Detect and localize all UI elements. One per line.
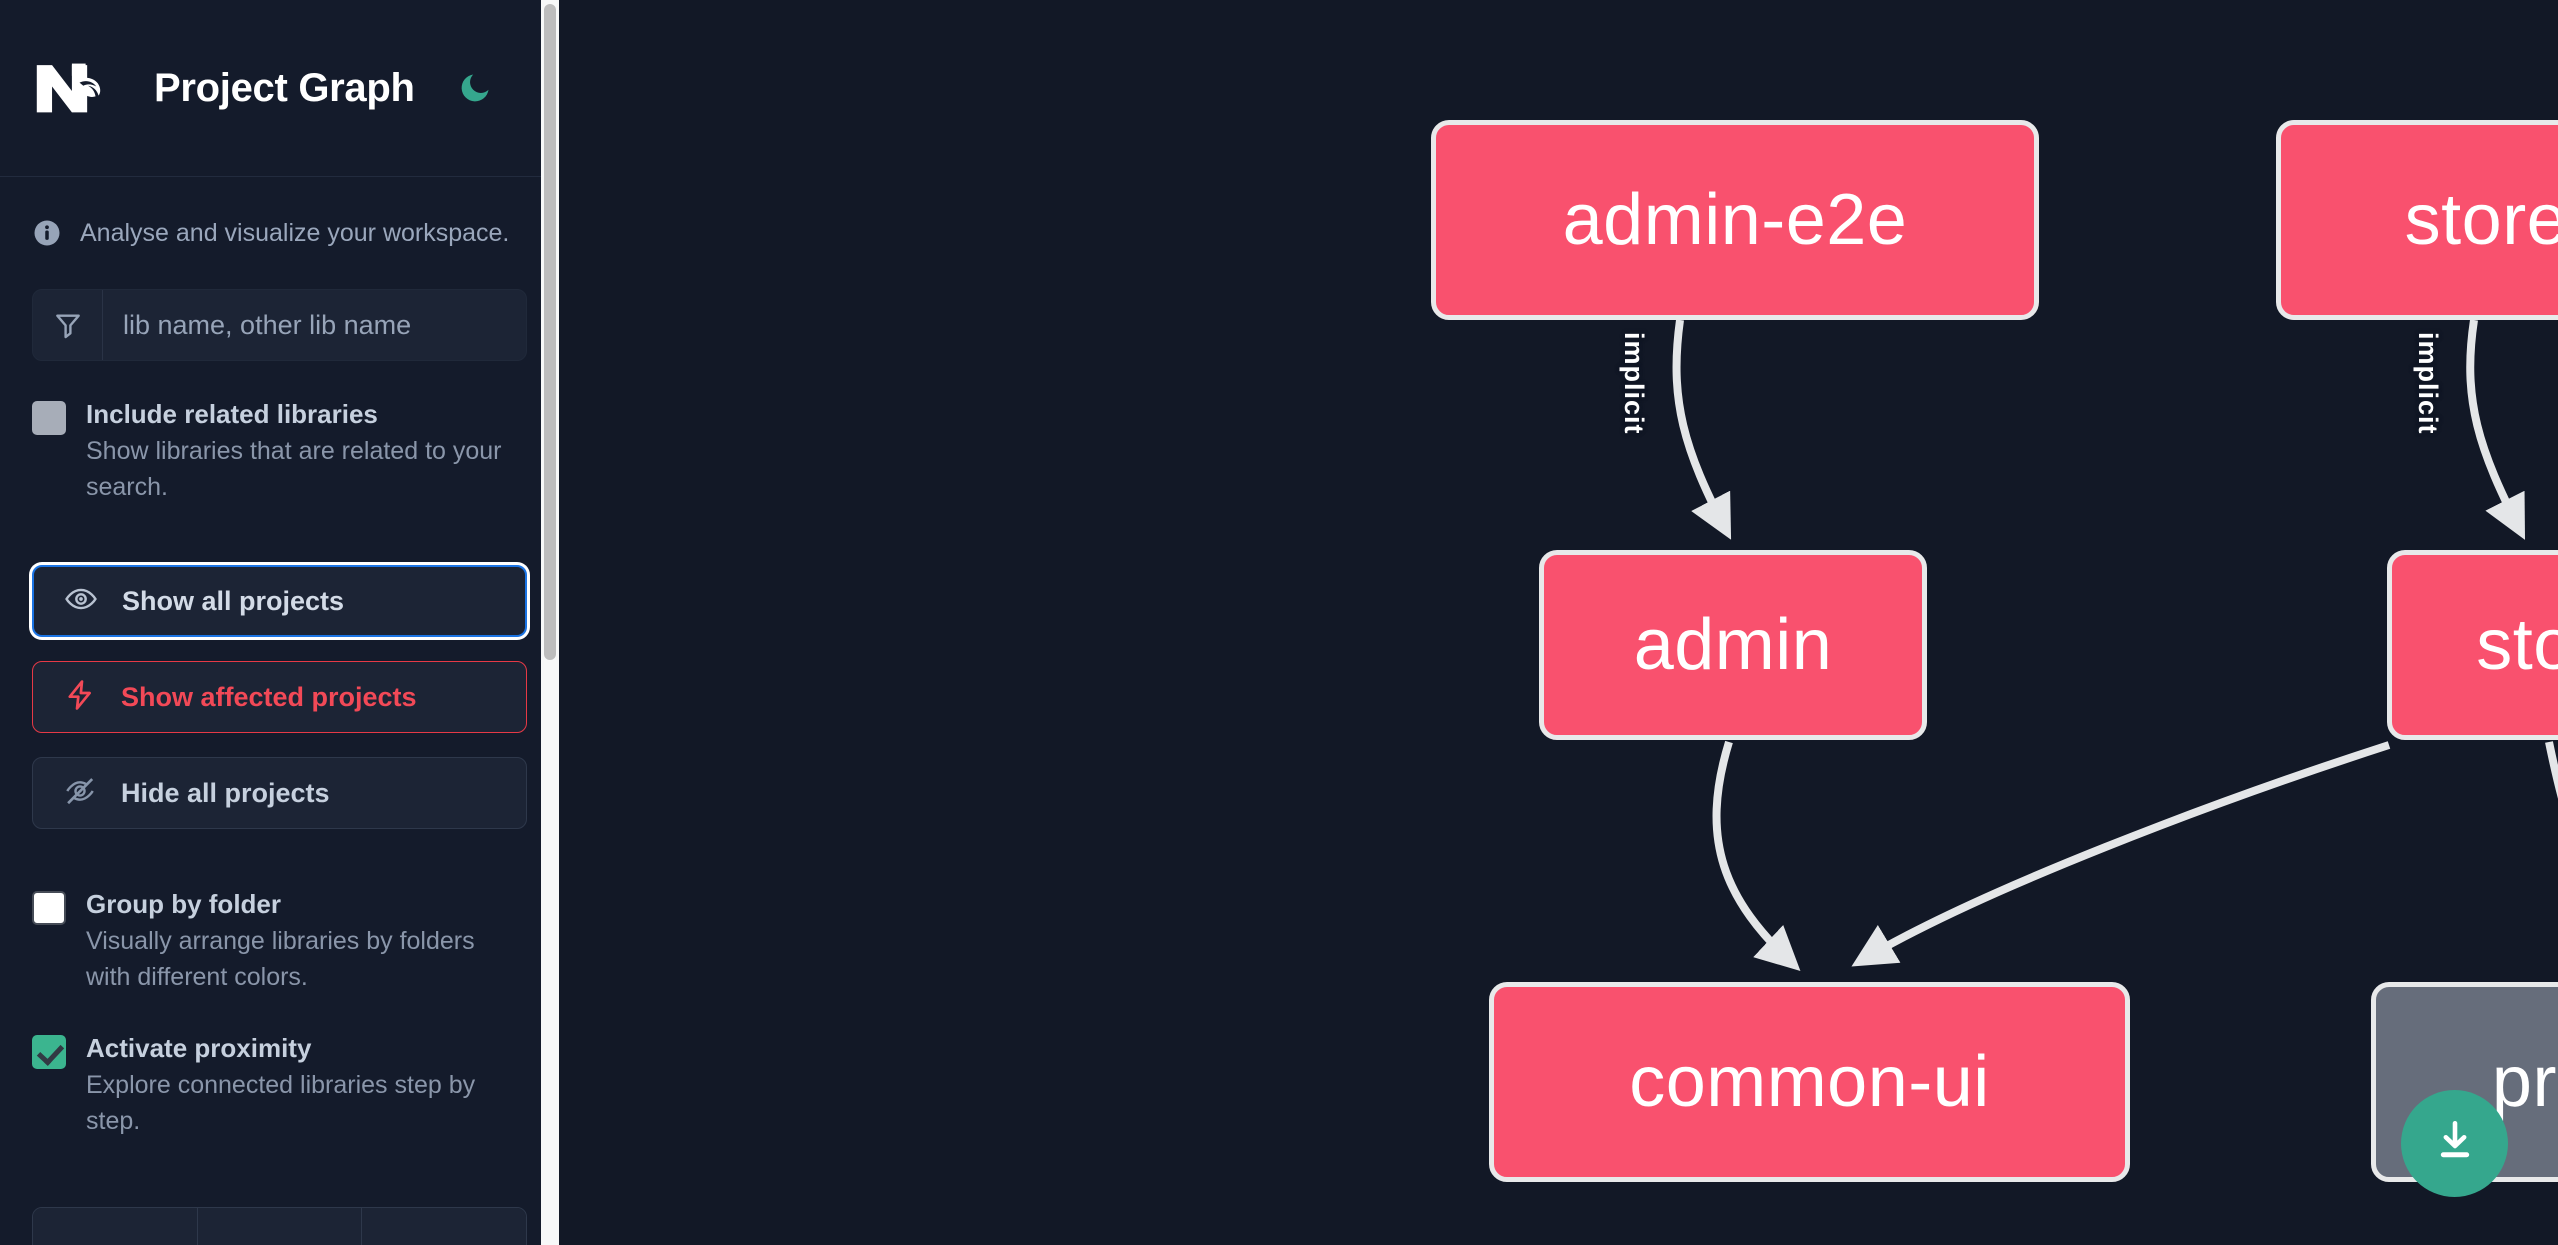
nx-logo-icon — [32, 59, 124, 117]
sidebar-scrollbar[interactable] — [541, 0, 559, 1245]
graph-canvas[interactable]: implicit implicit admin-e2e store-e2e ad… — [559, 0, 2558, 1245]
checkbox-activate-proximity[interactable] — [32, 1035, 66, 1070]
edge-admin-e2e-admin — [1672, 319, 1732, 540]
option-description: Visually arrange libraries by folders wi… — [86, 927, 475, 991]
option-title: Include related libraries — [86, 399, 378, 429]
eye-icon — [64, 582, 98, 621]
graph-node-common-ui[interactable]: common-ui — [1489, 982, 2130, 1182]
bottom-group-segment-2[interactable] — [197, 1208, 363, 1245]
node-label: products — [2491, 1042, 2558, 1122]
hide-all-projects-label: Hide all projects — [121, 777, 330, 808]
hide-all-projects-button[interactable]: Hide all projects — [32, 757, 527, 830]
checkbox-group-by-folder[interactable] — [32, 891, 66, 926]
option-title: Group by folder — [86, 889, 281, 920]
option-include-related-libraries[interactable]: Include related libraries Show libraries… — [32, 397, 527, 505]
download-icon — [2430, 1116, 2480, 1171]
node-label: admin — [1633, 605, 1833, 685]
node-label: store-e2e — [2404, 180, 2558, 260]
bottom-button-group[interactable] — [32, 1207, 527, 1245]
node-label: admin-e2e — [1562, 180, 1908, 260]
option-title: Activate proximity — [86, 1033, 312, 1064]
option-activate-proximity[interactable]: Activate proximity Explore connected lib… — [32, 1031, 527, 1139]
node-label: store — [2476, 605, 2558, 685]
sidebar-info-text: Analyse and visualize your workspace. — [80, 218, 510, 247]
page-title: Project Graph — [154, 65, 415, 110]
moon-icon[interactable] — [453, 66, 497, 110]
graph-node-store[interactable]: store — [2387, 550, 2558, 740]
graph-node-admin[interactable]: admin — [1539, 550, 1927, 740]
edge-label-implicit-admin: implicit — [1619, 332, 1649, 435]
sidebar-info-bar: Analyse and visualize your workspace. — [0, 177, 559, 289]
node-label: common-ui — [1629, 1042, 1990, 1122]
edge-store-e2e-store — [2466, 319, 2526, 540]
search-input[interactable] — [103, 290, 526, 360]
sidebar-header: Project Graph — [0, 0, 559, 177]
eye-off-icon — [63, 774, 97, 813]
search-field[interactable] — [32, 289, 527, 361]
graph-node-admin-e2e[interactable]: admin-e2e — [1431, 120, 2039, 320]
sidebar: Project Graph Analyse and visualize your… — [0, 0, 559, 1245]
bottom-group-segment-1[interactable] — [33, 1208, 198, 1245]
bottom-group-segment-3[interactable] — [362, 1208, 526, 1245]
checkbox-include-related-libraries[interactable] — [32, 401, 66, 435]
show-affected-projects-label: Show affected projects — [121, 681, 417, 712]
show-affected-projects-button[interactable]: Show affected projects — [32, 661, 527, 734]
edge-store-common-ui — [1851, 741, 2391, 967]
edge-admin-common-ui — [1712, 740, 1801, 971]
lightning-bolt-icon — [63, 678, 97, 717]
graph-node-products[interactable]: products — [2371, 982, 2558, 1182]
filter-funnel-icon — [33, 290, 103, 360]
show-all-projects-button[interactable]: Show all projects — [32, 565, 527, 638]
edge-label-implicit-store: implicit — [2413, 332, 2443, 435]
show-all-projects-label: Show all projects — [122, 585, 345, 616]
option-group-by-folder[interactable]: Group by folder Visually arrange librari… — [32, 887, 527, 995]
download-graph-button[interactable] — [2401, 1090, 2508, 1197]
info-circle-icon — [32, 218, 62, 248]
sidebar-scrollbar-thumb[interactable] — [544, 4, 556, 660]
edge-store-products — [2545, 741, 2558, 799]
sidebar-body: Include related libraries Show libraries… — [0, 289, 559, 1139]
option-description: Show libraries that are related to your … — [86, 437, 502, 501]
option-description: Explore connected libraries step by step… — [86, 1071, 476, 1135]
graph-node-store-e2e[interactable]: store-e2e — [2276, 120, 2558, 320]
graph-edges — [1672, 319, 2558, 971]
